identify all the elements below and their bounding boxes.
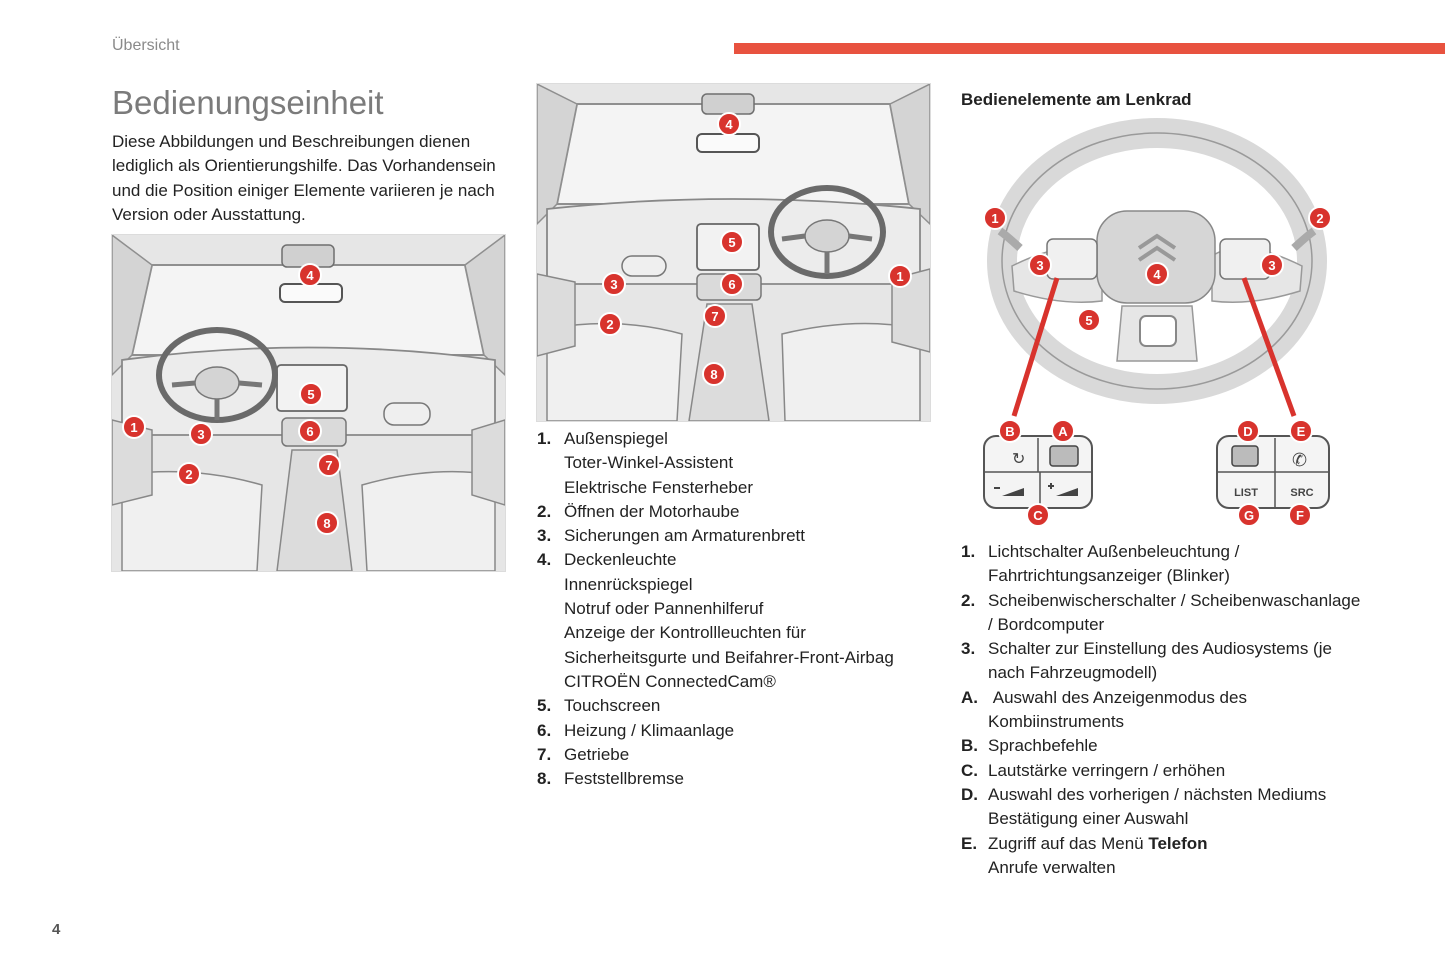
svg-text:A: A (1058, 424, 1068, 439)
svg-text:2: 2 (185, 467, 192, 482)
marker-F: F (1288, 503, 1312, 527)
marker-6: 6 (720, 272, 744, 296)
marker-5: 5 (720, 230, 744, 254)
marker-2: 2 (598, 312, 622, 336)
list-item: 3.Schalter zur Einstellung des Audiosyst… (961, 639, 1332, 683)
marker-B: B (998, 419, 1022, 443)
marker-4: 4 (298, 263, 322, 287)
svg-text:E: E (1297, 424, 1306, 439)
svg-text:✆: ✆ (1292, 450, 1307, 471)
list-item: 8. Feststellbremse (537, 769, 684, 789)
marker-2: 2 (177, 462, 201, 486)
svg-text:1: 1 (991, 211, 998, 226)
svg-text:B: B (1005, 424, 1014, 439)
scroll-wheel-icon (1049, 445, 1079, 467)
marker-5: 5 (1077, 308, 1101, 332)
list-item: 2.Scheibenwischerschalter / Scheibenwasc… (961, 590, 1361, 634)
list-item: 7. Getriebe (537, 744, 630, 764)
svg-text:6: 6 (728, 277, 735, 292)
svg-text:5: 5 (728, 235, 735, 250)
marker-1: 1 (983, 206, 1007, 230)
marker-D: D (1236, 419, 1260, 443)
svg-text:2: 2 (606, 317, 613, 332)
svg-text:1: 1 (896, 269, 903, 284)
marker-8: 8 (315, 511, 339, 535)
marker-4: 4 (717, 112, 741, 136)
dashboard-illustration-rhd: 4 5 6 7 8 3 2 1 (536, 83, 931, 422)
marker-7: 7 (317, 453, 341, 477)
marker-7: 7 (703, 304, 727, 328)
section-label: Übersicht (112, 37, 180, 54)
marker-2: 2 (1308, 206, 1332, 230)
list-item: A. Auswahl des Anzeigenmodus des Kombiin… (961, 687, 1252, 732)
page-number: 4 (52, 921, 61, 938)
svg-text:G: G (1244, 508, 1254, 523)
marker-3: 3 (602, 272, 626, 296)
svg-text:3: 3 (1036, 258, 1043, 273)
svg-text:3: 3 (1268, 258, 1275, 273)
svg-text:4: 4 (306, 268, 314, 283)
svg-text:C: C (1033, 508, 1043, 523)
dashboard-illustration-lhd: 4 5 6 7 8 1 3 2 (111, 234, 506, 572)
src-button-label: SRC (1290, 487, 1313, 499)
svg-text:3: 3 (610, 277, 617, 292)
steering-controls-title: Bedienelemente am Lenkrad (961, 90, 1192, 109)
svg-text:5: 5 (307, 387, 314, 402)
list-item: 5. Touchscreen (537, 696, 661, 716)
marker-8: 8 (702, 362, 726, 386)
marker-3: 3 (189, 422, 213, 446)
svg-text:7: 7 (711, 309, 718, 324)
svg-text:5: 5 (1085, 313, 1092, 328)
svg-text:D: D (1243, 424, 1252, 439)
list-button-label: LIST (1234, 487, 1258, 499)
svg-text:3: 3 (197, 427, 204, 442)
steering-controls-list: 1.Lichtschalter Außenbeleuchtung / Fahrt… (961, 540, 1361, 880)
accent-bar (734, 43, 1445, 54)
marker-5: 5 (299, 382, 323, 406)
marker-A: A (1051, 419, 1075, 443)
svg-text:4: 4 (725, 117, 733, 132)
marker-1: 1 (888, 264, 912, 288)
scroll-wheel-icon (1231, 445, 1259, 467)
marker-C: C (1026, 503, 1050, 527)
page-title: Bedienungseinheit (112, 84, 384, 121)
list-item: 2. Öffnen der Motorhaube (537, 501, 740, 521)
svg-text:1: 1 (130, 420, 137, 435)
list-item: D.Auswahl des vorherigen / nächsten Medi… (961, 784, 1327, 829)
list-item: 6. Heizung / Klimaanlage (537, 720, 735, 740)
marker-E: E (1289, 419, 1313, 443)
svg-text:F: F (1296, 508, 1304, 523)
svg-text:6: 6 (306, 424, 313, 439)
marker-4: 4 (1145, 262, 1169, 286)
svg-text:2: 2 (1316, 211, 1323, 226)
phone-icon: ✆ (1292, 450, 1307, 471)
volume-up-icon (1048, 483, 1078, 496)
svg-text:↻: ↻ (1012, 449, 1025, 468)
list-item: B.Sprachbefehle (961, 736, 1098, 756)
list-item: 1.Lichtschalter Außenbeleuchtung / Fahrt… (961, 542, 1240, 586)
marker-3: 3 (1028, 253, 1052, 277)
svg-text:4: 4 (1153, 267, 1161, 282)
volume-down-icon (994, 487, 1024, 496)
marker-1: 1 (122, 415, 146, 439)
voice-icon: ↻ (1012, 449, 1025, 468)
list-item: 3. Sicherungen am Armaturenbrett (537, 526, 805, 546)
steering-wheel-illustration: ↻ ✆ LIST SRC 1 2 3 3 4 5 A B C D E F G (952, 116, 1352, 534)
marker-6: 6 (298, 419, 322, 443)
marker-G: G (1237, 503, 1261, 527)
svg-text:7: 7 (325, 458, 332, 473)
svg-text:8: 8 (710, 367, 717, 382)
svg-text:8: 8 (323, 516, 330, 531)
intro-text: Diese Abbildungen und Beschreibungen die… (112, 132, 496, 224)
marker-3: 3 (1260, 253, 1284, 277)
list-item: C.Lautstärke verringern / erhöhen (961, 760, 1226, 780)
